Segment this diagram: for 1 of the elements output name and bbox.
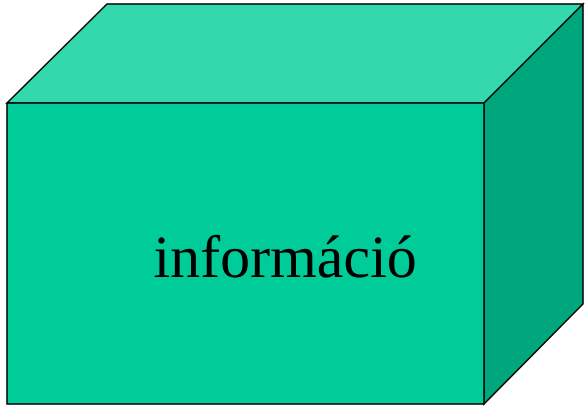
cube-label: információ: [154, 227, 417, 287]
